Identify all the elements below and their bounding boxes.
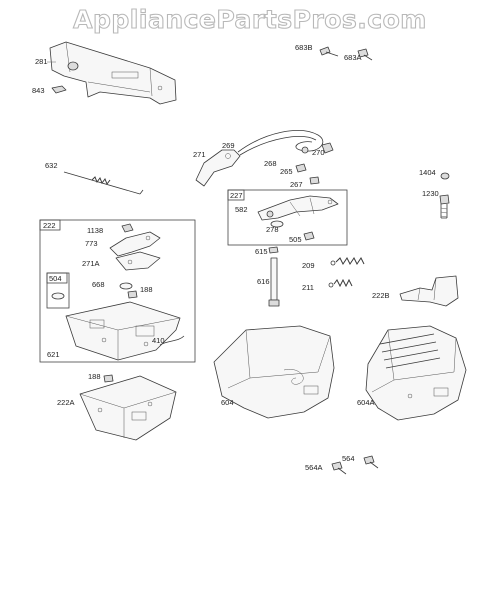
part-222B-bracket: [399, 275, 459, 307]
label-582: 582: [235, 205, 248, 214]
part-632-governor-link: [63, 171, 144, 195]
label-222B: 222B: [372, 291, 390, 300]
part-base-bracket: [65, 301, 181, 361]
label-1230: 1230: [422, 189, 439, 198]
label-box-227: [227, 189, 245, 201]
part-211-spring: [328, 278, 353, 288]
group-box-227: [227, 189, 348, 246]
part-668-washer: [119, 282, 133, 290]
label-270: 270: [312, 148, 325, 157]
label-615: 615: [255, 247, 268, 256]
label-281: 281: [35, 57, 48, 66]
label-222: 222: [43, 221, 56, 230]
label-222A: 222A: [57, 398, 75, 407]
label-632: 632: [45, 161, 58, 170]
label-668: 668: [92, 280, 105, 289]
label-188b: 188: [88, 372, 101, 381]
part-269-cable: [237, 130, 324, 156]
part-615-bolt: [268, 246, 279, 254]
label-604A: 604A: [357, 398, 375, 407]
part-604-blower-housing: [213, 325, 335, 419]
label-504: 504: [49, 274, 62, 283]
part-683B-screw: [319, 46, 339, 57]
label-211: 211: [302, 283, 314, 292]
label-616: 616: [257, 277, 270, 286]
part-1404-cap: [440, 172, 450, 180]
part-281-bracket: [49, 41, 177, 105]
part-505-nut: [303, 231, 315, 241]
label-268: 268: [264, 159, 277, 168]
part-278-washer: [270, 220, 284, 228]
part-582-throttle-lever: [257, 195, 339, 221]
label-604: 604: [221, 398, 234, 407]
label-265: 265: [280, 167, 293, 176]
part-188b-screw: [103, 374, 114, 383]
label-1138: 1138: [87, 226, 103, 235]
part-222A-base-plate: [79, 375, 177, 441]
label-773: 773: [85, 239, 98, 248]
label-505: 505: [289, 235, 302, 244]
part-564A-screw: [331, 461, 347, 475]
part-410-link: [159, 335, 185, 346]
part-843-clip: [51, 85, 67, 94]
label-683B: 683B: [295, 43, 313, 52]
label-box-222: [39, 219, 61, 231]
label-683A: 683A: [344, 53, 362, 62]
label-278: 278: [266, 225, 279, 234]
part-616-governor-shaft: [268, 257, 280, 307]
part-683A-screw: [357, 48, 373, 61]
label-box-504: [46, 272, 68, 284]
label-188a: 188: [140, 285, 153, 294]
label-267: 267: [290, 180, 303, 189]
part-265-screw: [295, 163, 307, 173]
part-271-control-lever: [195, 149, 241, 187]
part-271A-lever: [115, 251, 161, 271]
part-267-nut: [309, 176, 320, 185]
label-843: 843: [32, 86, 45, 95]
watermark-text: AppliancePartsPros.com: [73, 5, 427, 34]
label-564: 564: [342, 454, 355, 463]
label-410: 410: [152, 336, 165, 345]
part-564-screw: [363, 455, 379, 469]
group-box-222: [39, 219, 196, 363]
label-564A: 564A: [305, 463, 323, 472]
label-621: 621: [47, 350, 60, 359]
part-209-spring: [330, 257, 365, 266]
part-604A-blower-housing: [365, 325, 467, 421]
label-269: 269: [222, 141, 235, 150]
part-188a-screw: [127, 290, 138, 299]
part-270-clip: [321, 142, 334, 154]
part-1138-nut: [121, 223, 134, 233]
part-504-washer: [51, 292, 65, 300]
part-773-lever: [109, 231, 161, 257]
label-1404: 1404: [419, 168, 436, 177]
label-227: 227: [230, 191, 243, 200]
label-209: 209: [302, 261, 315, 270]
part-1230-bolt: [439, 194, 450, 219]
label-271: 271: [193, 150, 206, 159]
label-271A: 271A: [82, 259, 100, 268]
